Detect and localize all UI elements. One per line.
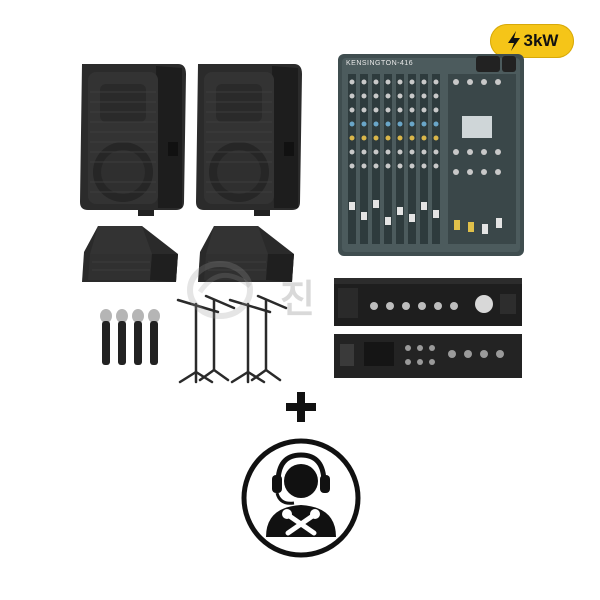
mic-stands xyxy=(168,290,292,386)
plus-symbol xyxy=(284,390,318,424)
audio-mixer: KENSINGTON-416 xyxy=(336,52,526,258)
wireless-microphones xyxy=(98,308,164,368)
floor-monitor-right xyxy=(196,224,296,284)
lightning-bolt-icon xyxy=(507,31,520,51)
floor-monitor-left xyxy=(80,224,180,284)
amplifier-front xyxy=(334,276,522,328)
power-badge: 3kW xyxy=(490,24,574,58)
amplifier-rear xyxy=(334,332,522,380)
mixer-model-label: KENSINGTON-416 xyxy=(346,60,414,67)
main-speaker-right xyxy=(194,62,306,218)
main-speaker-left xyxy=(78,62,190,218)
technician-headset-tools-icon xyxy=(240,437,362,559)
watermark-logo: 진 xyxy=(180,252,440,332)
power-badge-label: 3kW xyxy=(523,31,559,50)
watermark-text: 진 xyxy=(280,277,315,321)
